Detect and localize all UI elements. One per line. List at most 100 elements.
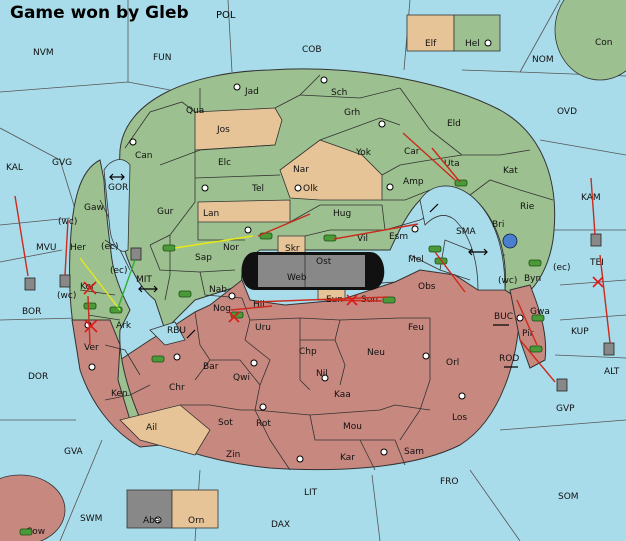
sea-fun: FUN bbox=[153, 53, 172, 63]
land-aba: Aba bbox=[143, 516, 160, 526]
land-ark: Ark bbox=[116, 321, 132, 331]
territory-hel[interactable] bbox=[453, 14, 501, 52]
landmass-west-red bbox=[71, 319, 162, 448]
land-lan: Lan bbox=[203, 209, 219, 219]
sea-mit: MIT bbox=[136, 275, 152, 285]
land-uta: Uta bbox=[444, 159, 460, 169]
land-kar: Kar bbox=[340, 453, 355, 463]
strait-markers bbox=[109, 173, 518, 368]
land-feu: Feu bbox=[408, 323, 424, 333]
coast-note-her-ec: (ec) bbox=[101, 242, 119, 252]
land-hel: Hel bbox=[465, 39, 480, 49]
sea-ovd: OVD bbox=[557, 107, 577, 117]
land-olk: Olk bbox=[303, 184, 319, 194]
land-her: Her bbox=[70, 243, 86, 253]
land-chp: Chp bbox=[299, 347, 317, 357]
sea-gva: GVA bbox=[64, 447, 84, 457]
territory-elf[interactable] bbox=[406, 14, 455, 52]
land-ken: Ken bbox=[111, 389, 128, 399]
land-jad: Jad bbox=[244, 87, 259, 97]
land-can: Can bbox=[135, 151, 153, 161]
sea-cow: Cow bbox=[26, 527, 45, 537]
land-sap: Sap bbox=[195, 253, 212, 263]
sea-gor: GOR bbox=[108, 183, 128, 193]
sea-sma: SMA bbox=[456, 227, 476, 237]
coast-note-kor-ec: (ec) bbox=[110, 266, 128, 276]
sea-rbu: RBU bbox=[167, 326, 186, 336]
land-kaa: Kaa bbox=[334, 390, 351, 400]
land-chr: Chr bbox=[169, 383, 185, 393]
land-rie: Rie bbox=[520, 202, 535, 212]
territory-aba[interactable] bbox=[126, 489, 173, 529]
land-los: Los bbox=[452, 413, 467, 423]
land-web: Web bbox=[287, 273, 307, 283]
land-pir: Pir bbox=[522, 329, 534, 339]
land-sun: Sun bbox=[361, 295, 378, 305]
land-nil: Nil bbox=[316, 369, 328, 379]
channel-sma bbox=[419, 185, 506, 291]
land-elc: Elc bbox=[218, 158, 231, 168]
web-grey bbox=[258, 255, 365, 287]
land-bar: Bar bbox=[203, 362, 219, 372]
land-nog: Nog bbox=[213, 304, 231, 314]
land-byn: Byn bbox=[524, 274, 541, 284]
sea-gvg: GVG bbox=[52, 158, 72, 168]
land-mou: Mou bbox=[343, 422, 362, 432]
land-ver: Ver bbox=[84, 343, 99, 353]
land-kor: Kor bbox=[80, 282, 95, 292]
land-ost: Ost bbox=[316, 257, 332, 267]
sea-lit: LIT bbox=[304, 488, 318, 498]
sea-buc: BUC bbox=[494, 312, 513, 322]
sea-cob: COB bbox=[302, 45, 322, 55]
bri-blue-unit bbox=[502, 233, 518, 249]
sea-dax: DAX bbox=[271, 520, 290, 530]
land-amp: Amp bbox=[403, 177, 424, 187]
land-elf: Elf bbox=[425, 39, 437, 49]
land-vil: Vil bbox=[357, 234, 368, 244]
land-eld: Eld bbox=[447, 119, 461, 129]
land-zin: Zin bbox=[226, 450, 240, 460]
territory-orn[interactable] bbox=[171, 489, 219, 529]
land-jos: Jos bbox=[216, 125, 230, 135]
land-kat: Kat bbox=[503, 166, 518, 176]
coast-note-byn-ec: (ec) bbox=[553, 263, 571, 273]
land-gur: Gur bbox=[157, 207, 174, 217]
land-gwa: Gwa bbox=[530, 307, 550, 317]
sea-nom: NOM bbox=[532, 55, 554, 65]
bay-rbu bbox=[149, 321, 186, 346]
sea-rod: ROD bbox=[499, 354, 519, 364]
sea-som: SOM bbox=[558, 492, 579, 502]
sea-kal: KAL bbox=[6, 163, 23, 173]
land-uru: Uru bbox=[255, 323, 271, 333]
land-hil: Hil bbox=[253, 300, 265, 310]
sea-kup: KUP bbox=[571, 327, 589, 337]
land-tel: Tel bbox=[251, 184, 264, 194]
territory-con[interactable] bbox=[554, 0, 626, 81]
coast-note-kor-wc: (wc) bbox=[57, 291, 76, 301]
sea-mvu: MVU bbox=[36, 243, 57, 253]
land-qua: Qua bbox=[186, 106, 204, 116]
sea-gvp: GVP bbox=[556, 404, 575, 414]
sea-alt: ALT bbox=[604, 367, 620, 377]
sea-dor: DOR bbox=[28, 372, 48, 382]
channel-gor bbox=[103, 159, 131, 252]
sea-swm: SWM bbox=[80, 514, 102, 524]
sea-nvm: NVM bbox=[33, 48, 54, 58]
territory-cow[interactable] bbox=[0, 474, 66, 541]
land-nor: Nor bbox=[223, 243, 239, 253]
land-esm: Esm bbox=[389, 232, 408, 242]
land-neu: Neu bbox=[367, 348, 385, 358]
order-arrows bbox=[14, 132, 611, 383]
land-car: Car bbox=[404, 147, 420, 157]
sea-bor: BOR bbox=[22, 307, 41, 317]
land-rot: Rot bbox=[256, 419, 271, 429]
land-sam: Sam bbox=[404, 447, 424, 457]
land-gaw: Gaw bbox=[84, 203, 104, 213]
land-ail: Ail bbox=[146, 423, 157, 433]
land-yok: Yok bbox=[355, 148, 372, 158]
sea-fro: FRO bbox=[440, 477, 459, 487]
sea-tei: TEI bbox=[589, 258, 604, 268]
power-label: POL bbox=[216, 10, 236, 21]
coast-note-byn-wc: (wc) bbox=[498, 276, 517, 286]
